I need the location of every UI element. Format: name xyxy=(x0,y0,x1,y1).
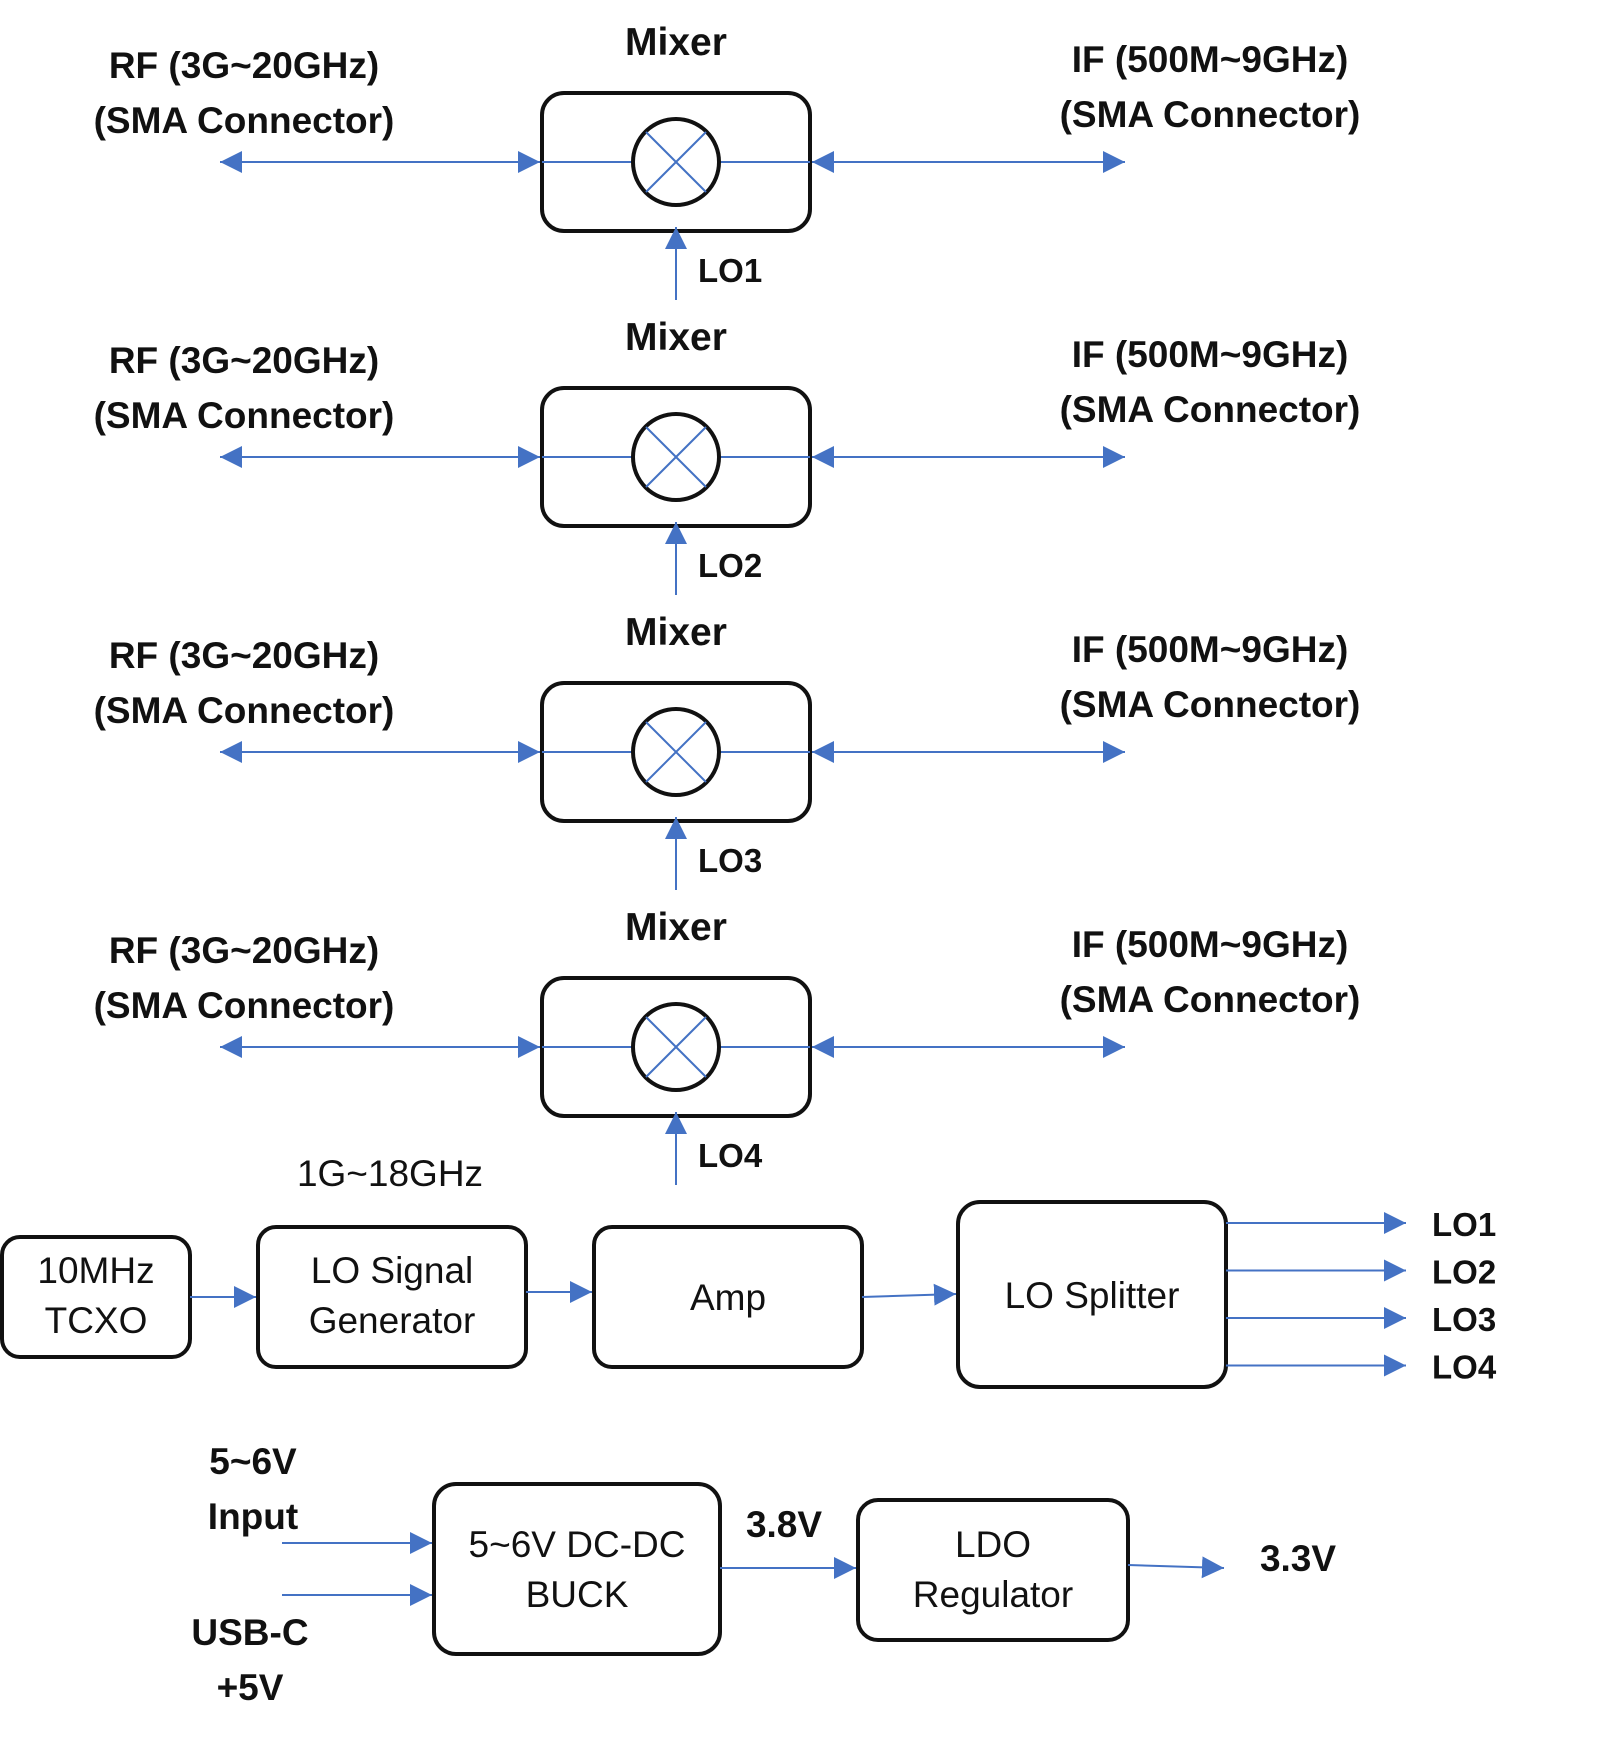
mixer-label: Mixer xyxy=(625,906,727,949)
generator-label-line1: LO Signal xyxy=(311,1250,474,1291)
amp-label: Amp xyxy=(690,1277,766,1318)
if-port-label-line1: IF (500M~9GHz) xyxy=(1072,334,1349,375)
intermediate-voltage-label: 3.8V xyxy=(746,1504,822,1545)
buck-label-line2: BUCK xyxy=(526,1574,629,1615)
rf-port-label-line1: RF (3G~20GHz) xyxy=(109,340,379,381)
lo-input-label: LO4 xyxy=(698,1137,763,1174)
lo-input-label: LO1 xyxy=(698,252,762,289)
splitter-output-label: LO4 xyxy=(1432,1349,1497,1386)
rf-port-label-line2: (SMA Connector) xyxy=(94,985,395,1026)
power-input-label-line1: 5~6V xyxy=(209,1441,297,1482)
mixer-cross-line xyxy=(645,721,707,783)
ldo-regulator-block: LDO Regulator xyxy=(856,1498,1130,1642)
mixer-cross-line xyxy=(645,131,707,193)
rf-port-label-line1: RF (3G~20GHz) xyxy=(109,930,379,971)
mixer-chain: Mixer RF (3G~20GHz) (SMA Connector) IF (500… xyxy=(94,21,1361,300)
rf-port-label-line1: RF (3G~20GHz) xyxy=(109,45,379,86)
buck-label-line1: 5~6V DC-DC xyxy=(469,1524,686,1565)
if-port-label-line1: IF (500M~9GHz) xyxy=(1072,924,1349,965)
if-port-label-line2: (SMA Connector) xyxy=(1060,94,1361,135)
rf-port-label-line1: RF (3G~20GHz) xyxy=(109,635,379,676)
lo-chain: 1G~18GHz 10MHz TCXO LO Signal Generator … xyxy=(0,1153,1497,1389)
mixer-cross-line xyxy=(645,426,707,488)
tcxo-label-line1: 10MHz xyxy=(37,1250,154,1291)
lo-splitter-block: LO Splitter xyxy=(956,1200,1228,1389)
ldo-label-line2: Regulator xyxy=(913,1574,1073,1615)
lo-generator-block: LO Signal Generator xyxy=(256,1225,528,1369)
splitter-output-label: LO1 xyxy=(1432,1206,1496,1243)
mixer-label: Mixer xyxy=(625,611,727,654)
splitter-output-label: LO3 xyxy=(1432,1301,1496,1338)
usb-c-label-line1: USB-C xyxy=(191,1612,308,1653)
if-port-label-line2: (SMA Connector) xyxy=(1060,979,1361,1020)
ldo-label-line1: LDO xyxy=(955,1524,1031,1565)
amp-to-splitter-arrow xyxy=(861,1283,957,1306)
if-port-label-line1: IF (500M~9GHz) xyxy=(1072,629,1349,670)
power-input-label-line2: Input xyxy=(208,1496,298,1537)
mixer-cross-line xyxy=(645,1016,707,1078)
lo-input-label: LO2 xyxy=(698,547,762,584)
ldo-output-arrow xyxy=(1127,1556,1225,1579)
rf-port-label-line2: (SMA Connector) xyxy=(94,395,395,436)
lo-input-label: LO3 xyxy=(698,842,762,879)
mixer-chain: Mixer RF (3G~20GHz) (SMA Connector) IF (500… xyxy=(94,906,1361,1185)
power-chain: 5~6V Input USB-C +5V 5~6V DC-DC BUCK 3.8… xyxy=(191,1441,1336,1708)
mixer-chain: Mixer RF (3G~20GHz) (SMA Connector) IF (500… xyxy=(94,316,1361,595)
usb-c-label-line2: +5V xyxy=(217,1667,284,1708)
mixer-label: Mixer xyxy=(625,21,727,64)
splitter-output-label: LO2 xyxy=(1432,1254,1496,1291)
lo-frequency-label: 1G~18GHz xyxy=(297,1153,483,1194)
rf-port-label-line2: (SMA Connector) xyxy=(94,690,395,731)
amp-block: Amp xyxy=(592,1225,864,1369)
tcxo-block: 10MHz TCXO xyxy=(0,1235,192,1359)
if-port-label-line1: IF (500M~9GHz) xyxy=(1072,39,1349,80)
tcxo-label-line2: TCXO xyxy=(45,1300,148,1341)
output-voltage-label: 3.3V xyxy=(1260,1538,1336,1579)
if-port-label-line2: (SMA Connector) xyxy=(1060,389,1361,430)
mixer-chain: Mixer RF (3G~20GHz) (SMA Connector) IF (500… xyxy=(94,611,1361,890)
rf-port-label-line2: (SMA Connector) xyxy=(94,100,395,141)
splitter-label: LO Splitter xyxy=(1005,1275,1180,1316)
mixer-chains: Mixer RF (3G~20GHz) (SMA Connector) IF (500… xyxy=(94,21,1361,1185)
buck-converter-block: 5~6V DC-DC BUCK xyxy=(432,1482,722,1656)
generator-label-line2: Generator xyxy=(309,1300,476,1341)
mixer-label: Mixer xyxy=(625,316,727,359)
if-port-label-line2: (SMA Connector) xyxy=(1060,684,1361,725)
